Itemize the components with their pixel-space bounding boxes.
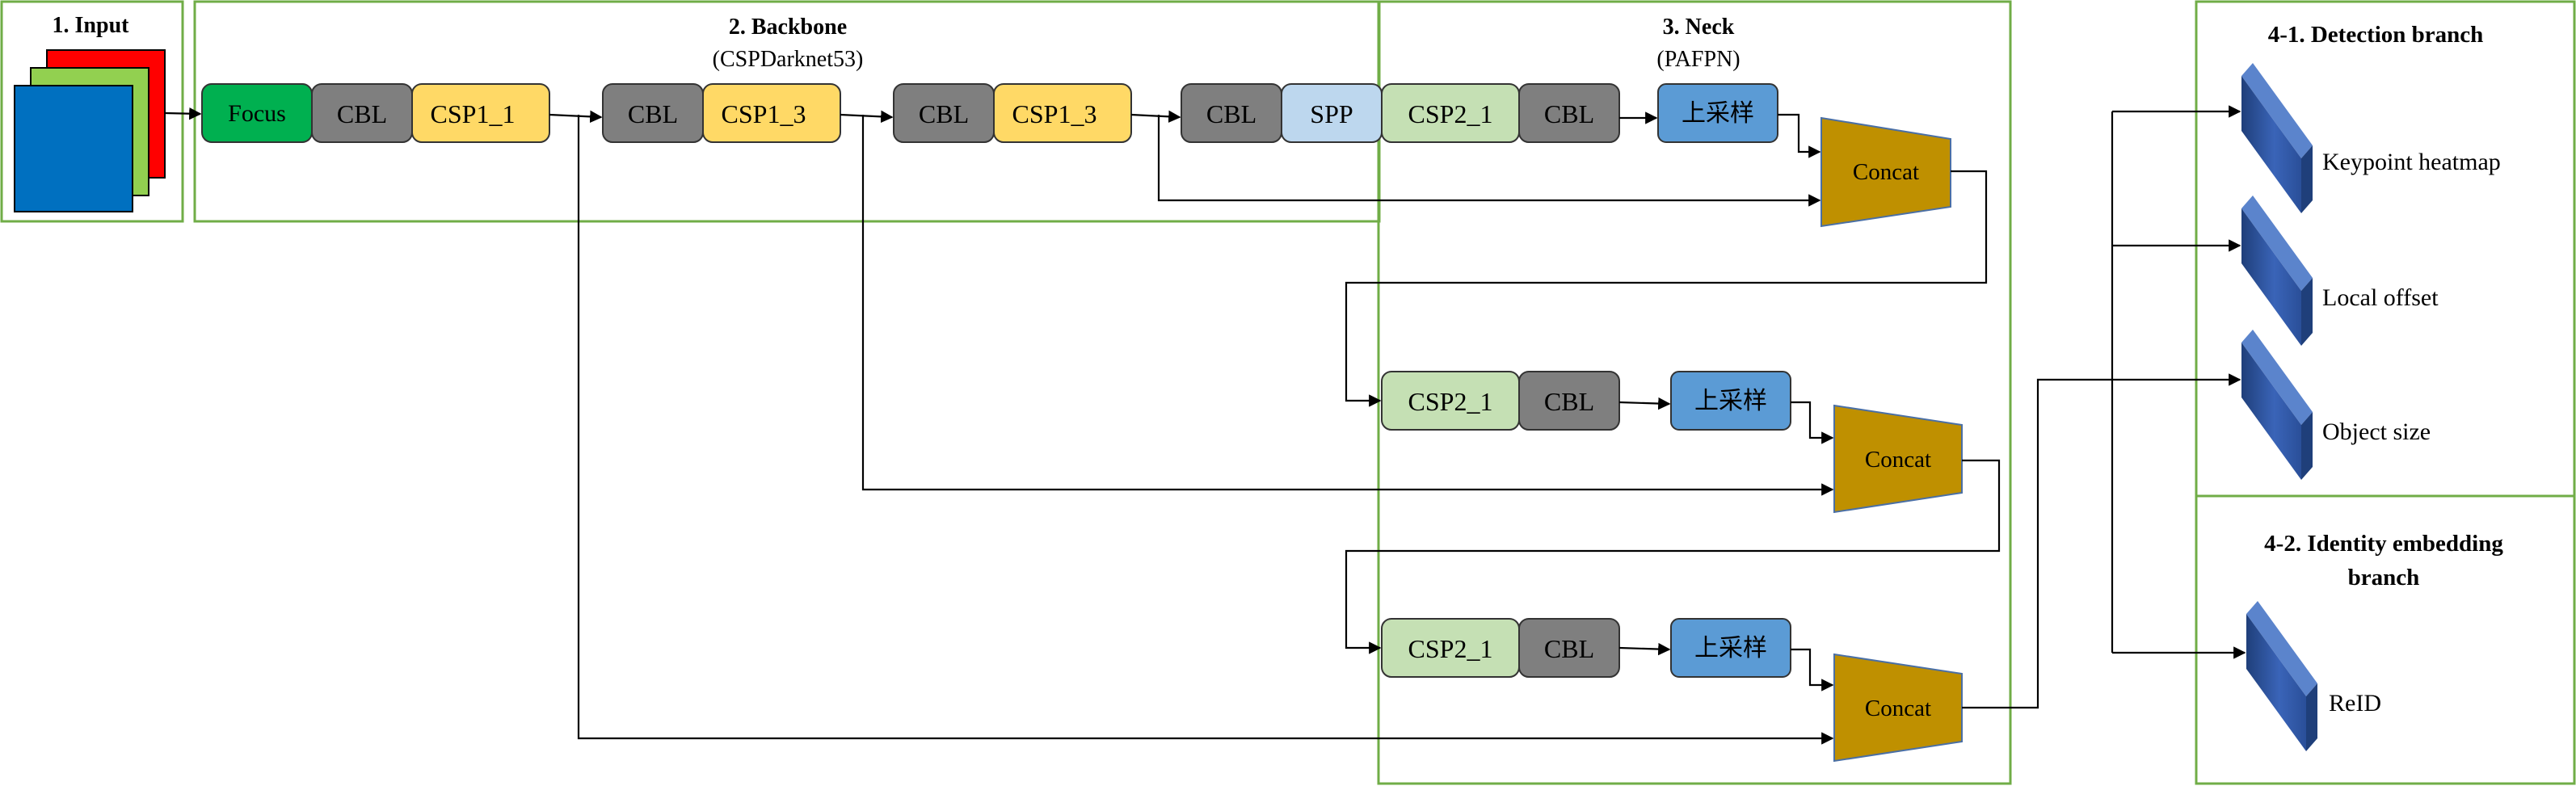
csp1-3-block-b xyxy=(993,83,1132,143)
concat-block-row1 xyxy=(1820,116,1951,228)
connectors xyxy=(164,105,2246,745)
upsample-block-row2 xyxy=(1670,371,1791,431)
size-slab-front xyxy=(2241,343,2301,480)
upsample-block-row3 xyxy=(1670,618,1791,678)
offset-slab-top xyxy=(2241,195,2313,291)
cbl-label-2: CBL xyxy=(628,99,678,128)
connector-concat1-to-row2 xyxy=(1345,170,1988,407)
connector-csp1-3a-to-cbl3 xyxy=(840,110,894,124)
cbl-block-row2 xyxy=(1518,371,1620,431)
csp1-3-label-a: CSP1_3 xyxy=(722,99,806,128)
csp2-label-row1: CSP2_1 xyxy=(1408,99,1493,128)
identity-title-line2: branch xyxy=(2348,565,2420,591)
cbl-label-1: CBL xyxy=(337,99,387,128)
upsample-block-row1 xyxy=(1657,83,1778,143)
csp2-label-row3: CSP2_1 xyxy=(1408,634,1493,663)
connector-cbl-upsample-row3 xyxy=(1618,642,1671,656)
concat-label-row2: Concat xyxy=(1865,447,1931,473)
cbl-label-3: CBL xyxy=(919,99,969,128)
csp1-3-block-a xyxy=(702,83,841,143)
offset-slab-front xyxy=(2241,208,2301,346)
concat-label-row3: Concat xyxy=(1865,696,1931,721)
connector-csp1-3b-to-cbl4 xyxy=(1130,110,1181,123)
connector-concat2-to-row3 xyxy=(1345,459,2001,654)
csp2-label-row2: CSP2_1 xyxy=(1408,387,1493,416)
concat-block-row3 xyxy=(1833,653,1963,763)
connector-upsample-concat-row3 xyxy=(1791,648,1834,691)
output-slab-offset xyxy=(2241,195,2313,346)
neck-row-3: CSP2_1 CBL 上采样 Concat xyxy=(1381,618,1963,763)
keypoint-slab-top xyxy=(2241,63,2313,158)
object-size-label: Object size xyxy=(2322,418,2431,445)
connector-cbl-upsample-row2 xyxy=(1618,397,1671,410)
output-slab-keypoint xyxy=(2241,63,2313,213)
csp1-1-block xyxy=(411,83,550,143)
input-image-stack xyxy=(14,49,166,212)
output-slab-size xyxy=(2241,330,2313,480)
reid-slab-top xyxy=(2246,601,2317,696)
connector-input-focus xyxy=(164,107,202,120)
connector-upsample-concat-row1 xyxy=(1778,113,1821,158)
cbl-label-row2: CBL xyxy=(1544,387,1594,416)
cbl-block-row1 xyxy=(1518,83,1620,143)
keypoint-heatmap-label: Keypoint heatmap xyxy=(2322,149,2501,175)
detection-title: 4-1. Detection branch xyxy=(2268,22,2484,48)
identity-title-line1: 4-2. Identity embedding xyxy=(2264,531,2503,557)
cbl-label-row1: CBL xyxy=(1544,99,1594,128)
connector-concat3-out xyxy=(1962,378,2112,709)
input-blue-channel xyxy=(14,85,133,212)
keypoint-slab-front xyxy=(2241,76,2301,213)
cbl-label-4: CBL xyxy=(1206,99,1256,128)
local-offset-label: Local offset xyxy=(2322,284,2439,311)
size-slab-side xyxy=(2301,412,2313,480)
upsample-label-row2: 上采样 xyxy=(1694,387,1767,415)
csp1-3-label-b: CSP1_3 xyxy=(1012,99,1097,128)
neck-subtitle: (PAFPN) xyxy=(1656,47,1740,72)
identity-branch-frame xyxy=(2195,494,2576,785)
spp-label: SPP xyxy=(1310,99,1353,128)
input-title: 1. Input xyxy=(53,13,130,38)
connector-skip-to-concat3 xyxy=(577,115,1834,745)
focus-label: Focus xyxy=(228,100,286,127)
input-group-frame xyxy=(0,0,184,223)
keypoint-slab-side xyxy=(2301,145,2313,213)
backbone-title: 2. Backbone xyxy=(729,15,847,40)
reid-slab-side xyxy=(2306,683,2317,751)
upsample-label-row1: 上采样 xyxy=(1682,99,1754,128)
csp1-1-label: CSP1_1 xyxy=(431,99,516,128)
neck-row-2: CSP2_1 CBL 上采样 Concat xyxy=(1381,371,1963,514)
size-slab-top xyxy=(2241,330,2313,425)
connector-upsample-concat-row2 xyxy=(1791,401,1834,444)
output-slab-reid xyxy=(2246,601,2317,751)
offset-slab-side xyxy=(2301,278,2313,346)
concat-label-row1: Concat xyxy=(1853,159,1919,185)
reid-slab-front xyxy=(2246,614,2306,751)
reid-label: ReID xyxy=(2329,690,2381,717)
neck-group-frame xyxy=(1377,0,2012,785)
connector-csp1-1-to-cbl2 xyxy=(549,110,603,124)
backbone-subtitle: (CSPDarknet53) xyxy=(713,47,864,72)
upsample-label-row3: 上采样 xyxy=(1694,634,1767,662)
neck-title: 3. Neck xyxy=(1663,15,1735,40)
backbone-blocks: Focus CBL CSP1_1 CBL CSP1_3 CBL CSP1_3 C… xyxy=(201,83,1383,143)
cbl-label-row3: CBL xyxy=(1544,634,1594,663)
connector-skip-to-concat1 xyxy=(1157,115,1821,207)
neck-row-1: CSP2_1 CBL 上采样 Concat xyxy=(1381,83,1951,228)
concat-block-row2 xyxy=(1833,404,1963,514)
connector-skip-to-concat2 xyxy=(861,115,1834,496)
